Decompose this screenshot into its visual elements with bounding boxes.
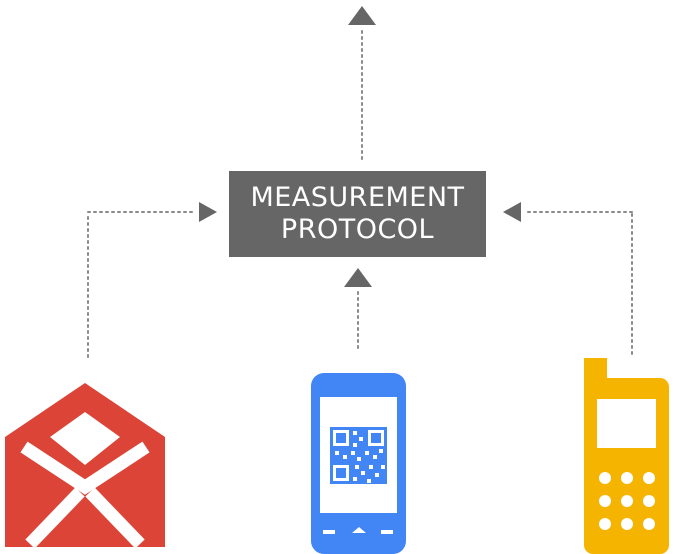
smartphone-qr-icon: [311, 373, 406, 554]
left-arrowhead: [503, 202, 521, 222]
smartphone-connector: [344, 268, 372, 349]
box-title-line-2: PROTOCOL: [280, 214, 435, 245]
envelope-icon: [5, 383, 165, 549]
keypad: [599, 472, 655, 530]
email-connector: [87, 202, 217, 358]
output-connector: [348, 6, 376, 161]
up-arrowhead: [344, 268, 372, 287]
up-arrowhead: [348, 6, 376, 25]
qr-code-icon: [330, 427, 387, 484]
feature-phone-connector: [503, 202, 633, 355]
measurement-protocol-box: MEASUREMENT PROTOCOL: [229, 171, 486, 257]
right-arrowhead: [199, 202, 217, 222]
feature-phone-icon: [584, 358, 669, 554]
box-title-line-1: MEASUREMENT: [250, 182, 465, 213]
